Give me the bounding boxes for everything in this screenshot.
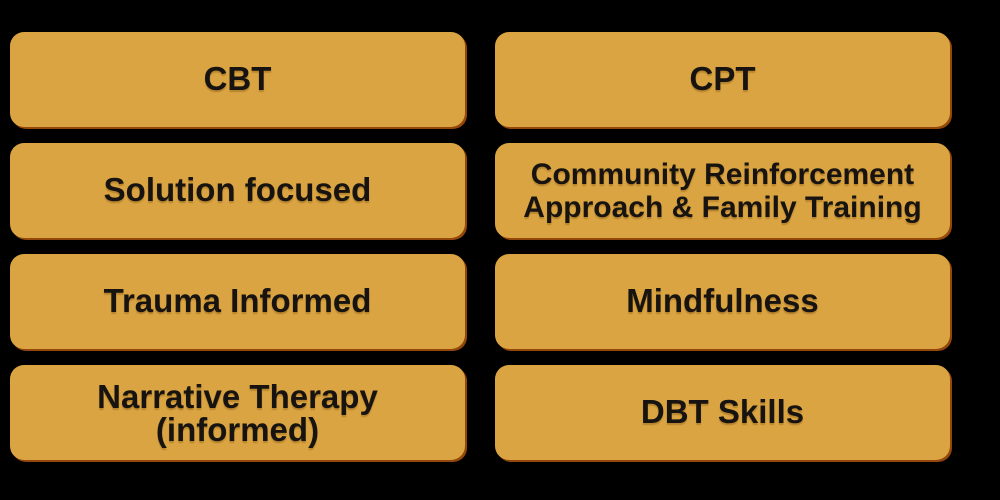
card-narrative-therapy-label: Narrative Therapy (informed)	[97, 377, 378, 448]
card-mindfulness: Mindfulness	[495, 254, 950, 349]
card-trauma-informed-label: Trauma Informed	[103, 282, 372, 320]
card-cpt-label: CPT	[689, 60, 756, 98]
card-cpt: CPT	[495, 32, 950, 127]
card-dbt-skills-label: DBT Skills	[640, 393, 805, 431]
card-dbt-skills: DBT Skills	[495, 365, 950, 460]
card-cbt: CBT	[10, 32, 465, 127]
card-solution-focused: Solution focused	[10, 143, 465, 238]
card-trauma-informed: Trauma Informed	[10, 254, 465, 349]
card-community-reinforcement: Community Reinforcement Approach & Famil…	[495, 143, 950, 238]
card-narrative-therapy: Narrative Therapy (informed)	[10, 365, 465, 460]
card-grid: CBT CPT Solution focused Community Reinf…	[10, 32, 950, 460]
card-cbt-label: CBT	[203, 60, 272, 98]
card-mindfulness-label: Mindfulness	[626, 282, 819, 320]
card-community-reinforcement-label: Community Reinforcement Approach & Famil…	[523, 157, 922, 224]
card-solution-focused-label: Solution focused	[103, 171, 372, 209]
